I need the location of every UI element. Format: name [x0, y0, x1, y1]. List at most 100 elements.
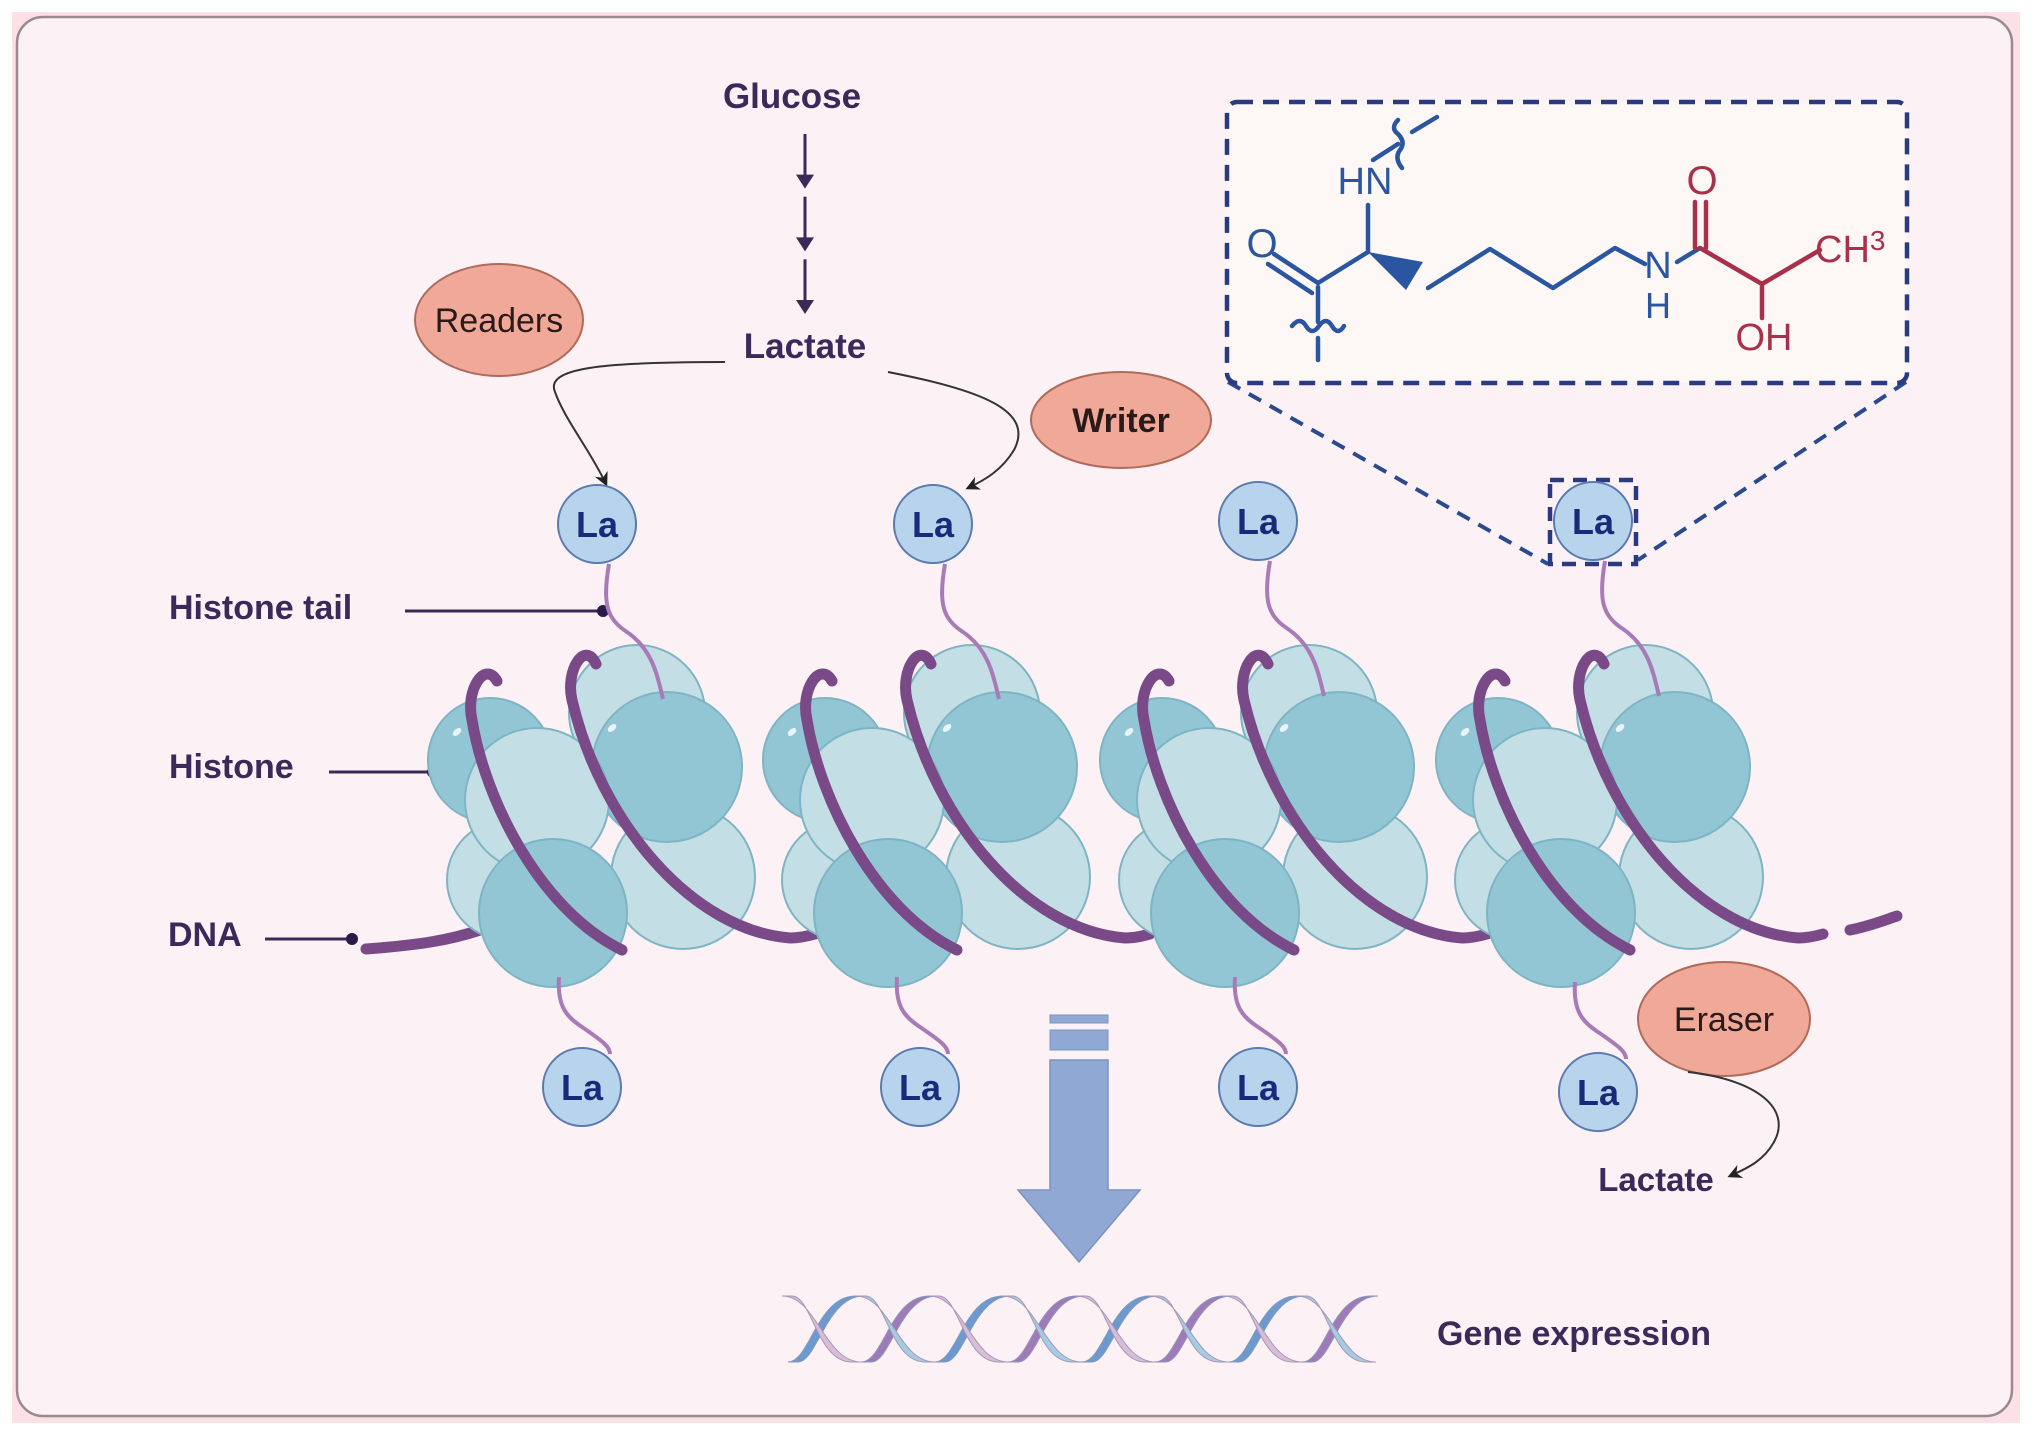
helix-strand-b: [1222, 1295, 1303, 1363]
la-label: La: [1237, 1067, 1280, 1108]
eraser-enzyme: Eraser: [1637, 961, 1811, 1077]
dna-pointer-dot: [346, 933, 358, 945]
arrow-dash-2: [1049, 1029, 1109, 1051]
histone-tail-bottom: [556, 976, 612, 1055]
dna-wrap: [900, 650, 1156, 944]
histone-sphere: [478, 838, 628, 988]
histone-tail-top: [604, 563, 665, 700]
dna-wrap: [1573, 650, 1829, 944]
zoom-target-box: [1547, 477, 1639, 567]
la-label: La: [899, 1067, 942, 1108]
la-mark-top: La: [557, 484, 637, 564]
helix-strand-b: [928, 1295, 1009, 1363]
structure-box: [1224, 99, 1910, 386]
eraser-ellipse: [1637, 961, 1811, 1077]
helix-strand-b: [1149, 1295, 1230, 1363]
la-label: La: [1237, 501, 1280, 542]
lactate-to-la-arrow-right: [887, 371, 1020, 490]
nucleosome: [1099, 644, 1493, 988]
histone-highlight: [942, 724, 952, 732]
histone-tail-label: Histone tail: [169, 589, 352, 627]
histone-tail-bottom: [894, 976, 950, 1055]
helix-strand-b: [1296, 1295, 1377, 1363]
nucleosome: [1435, 644, 1829, 988]
la-circle: [1218, 481, 1298, 561]
zoom-connector: [1227, 380, 1908, 567]
histone-tail-bottom: [1572, 981, 1628, 1060]
histone-sphere: [813, 838, 963, 988]
la-mark-top: La: [893, 484, 973, 564]
arrow-dash-1: [1049, 1014, 1109, 1024]
histone-highlight: [1460, 728, 1470, 736]
la-mark-top: La: [1218, 481, 1298, 561]
atom-hn: HN: [1338, 161, 1393, 203]
la-label: La: [912, 504, 955, 545]
dna-label: DNA: [168, 916, 242, 954]
histone-tail-top: [1265, 560, 1326, 697]
component-labels: Histone tail Histone DNA: [168, 589, 609, 954]
la-label: La: [561, 1067, 604, 1108]
helix-strand-b: [855, 1295, 936, 1363]
eraser-to-lactate-arrow: [1687, 1071, 1780, 1178]
structure-bonds-blue: [1265, 114, 1703, 363]
la-mark-top: La: [1553, 481, 1633, 561]
la-mark-bottom: La: [542, 1047, 622, 1127]
lactyl-lysine-structure: O HN N H O OH CH3: [1224, 99, 1910, 386]
atom-h: H: [1645, 285, 1671, 326]
la-circle: [542, 1047, 622, 1127]
histone-tail-bottom: [1232, 976, 1288, 1055]
atom-oh: OH: [1736, 317, 1793, 359]
dna-wrap: [1473, 668, 1636, 956]
glycolysis-pathway: Glucose Lactate: [723, 77, 866, 366]
atom-o-top: O: [1686, 159, 1717, 203]
histone-highlight: [1279, 724, 1289, 732]
histone-sphere: [1263, 691, 1415, 843]
histone-sphere: [1599, 691, 1751, 843]
histone-highlight: [1124, 728, 1134, 736]
dna-wrap: [800, 668, 963, 956]
readers-label: Readers: [435, 302, 564, 340]
la-label: La: [576, 504, 619, 545]
histone-highlight: [452, 728, 462, 736]
histone-tail-top: [1600, 560, 1661, 697]
helix-strand-b: [1002, 1295, 1083, 1363]
histone-highlight: [787, 728, 797, 736]
la-circle: [557, 484, 637, 564]
la-mark-bottom: La: [880, 1047, 960, 1127]
atom-ch3-subscript: 3: [1870, 225, 1886, 256]
dna-wrap: [465, 668, 628, 956]
histone-tail-top: [940, 563, 1001, 700]
helix-strand-a: [1302, 1295, 1379, 1363]
histone-highlight: [1615, 724, 1625, 732]
la-mark-bottom: La: [1218, 1047, 1298, 1127]
histone-sphere: [591, 691, 743, 843]
readers-enzyme: Readers: [414, 263, 584, 377]
dna-wrap: [565, 650, 821, 944]
la-circle: [880, 1047, 960, 1127]
atom-ch: CH: [1815, 229, 1870, 271]
arrow-body: [1016, 1059, 1142, 1264]
la-label: La: [1577, 1072, 1620, 1113]
pathway-step-arrow-head: [796, 300, 814, 314]
histone-label: Histone: [169, 748, 294, 786]
la-circle: [1218, 1047, 1298, 1127]
lactate-to-la-arrow-left: [552, 361, 726, 487]
writer-enzyme: Writer: [1030, 371, 1212, 469]
stereo-wedge: [1368, 252, 1423, 290]
histone-highlight: [607, 724, 617, 732]
dna-exit-segment: [1844, 910, 1903, 936]
histone-sphere: [1150, 838, 1300, 988]
gene-expression-label: Gene expression: [1437, 1315, 1711, 1353]
structure-bonds-red: [1692, 199, 1823, 321]
pathway-step-arrow-head: [796, 174, 814, 189]
nucleosome: [762, 644, 1156, 988]
helix-strand-b: [1075, 1295, 1156, 1363]
la-circle: [1553, 481, 1633, 561]
la-circle: [893, 484, 973, 564]
pathway-step-arrows: [796, 134, 814, 314]
nucleosome: [427, 644, 821, 988]
zoom-line-right: [1636, 380, 1908, 562]
eraser-label: Eraser: [1674, 1001, 1774, 1039]
dna-wrap: [1237, 650, 1493, 944]
